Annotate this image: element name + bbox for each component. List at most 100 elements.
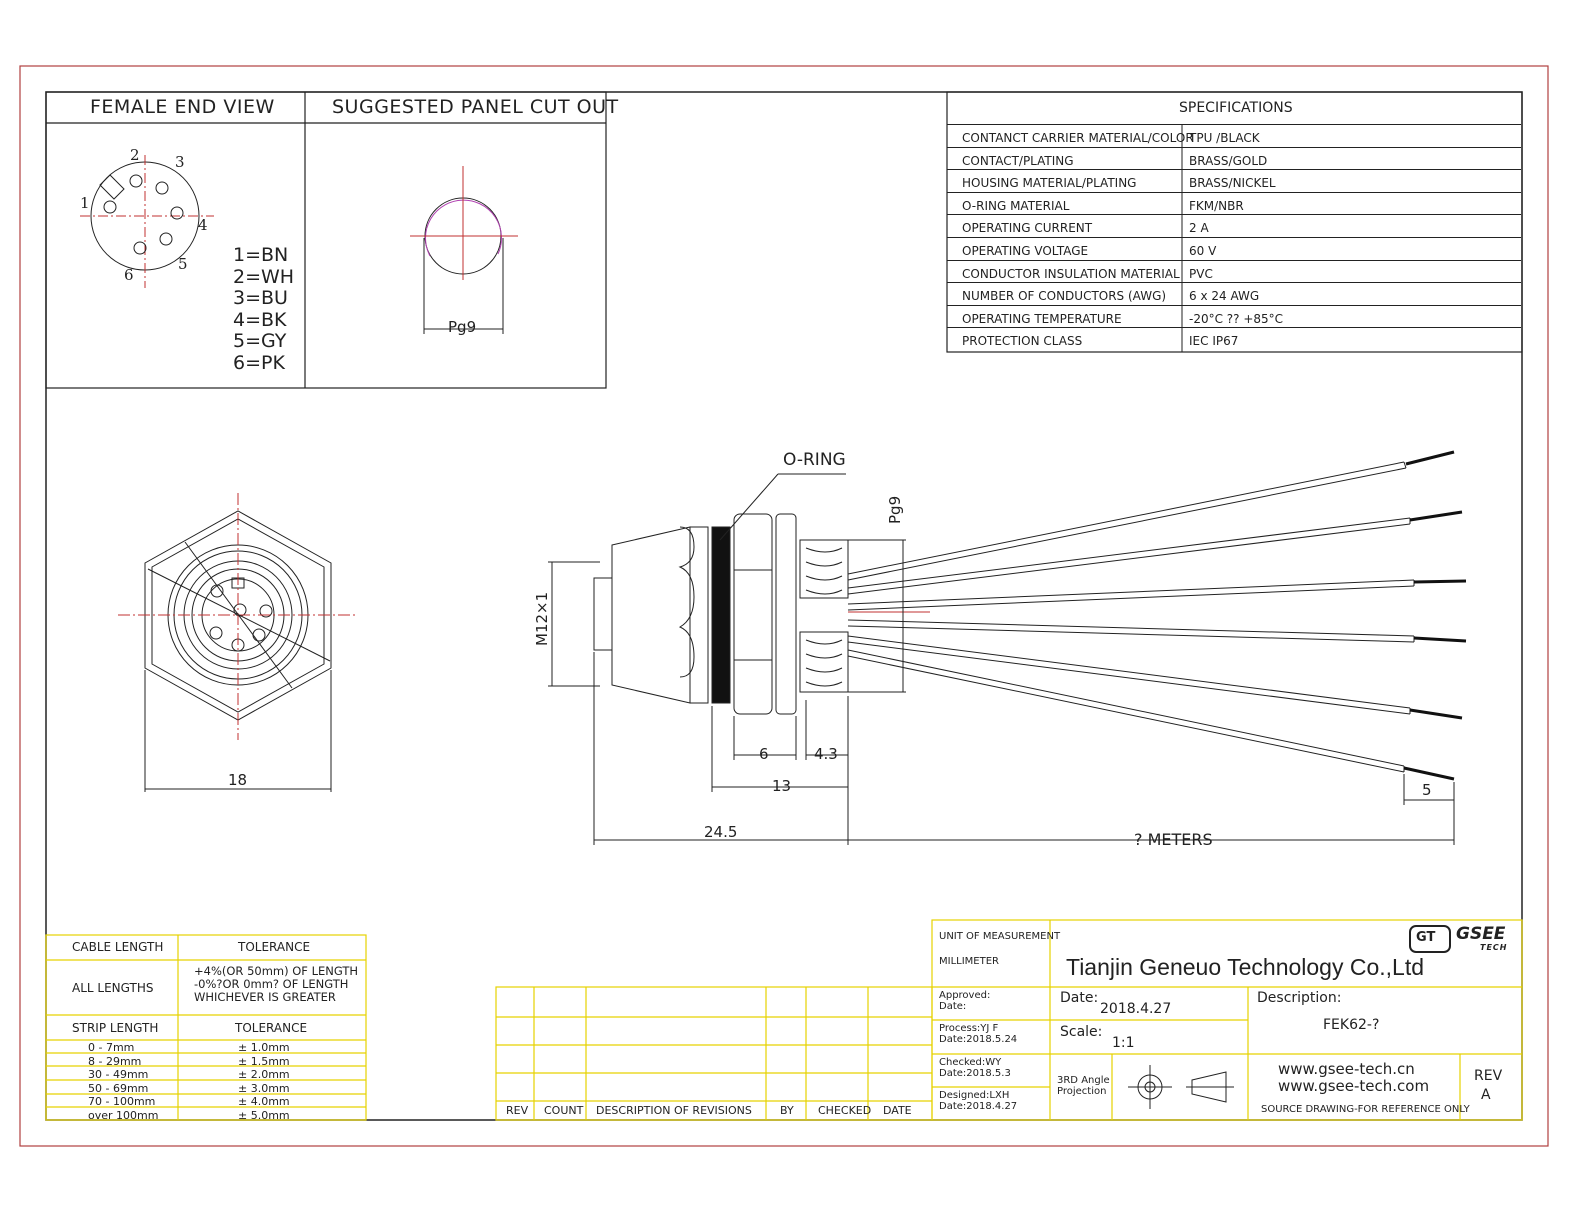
projection-label: Projection <box>1057 1086 1107 1097</box>
pin-number: 1 <box>80 194 90 212</box>
rev-header: COUNT <box>544 1104 584 1117</box>
projection-symbol <box>1128 1065 1234 1109</box>
pin-number: 4 <box>198 216 208 234</box>
tol-header: TOLERANCE <box>238 940 311 954</box>
website-cn: www.gsee-tech.cn <box>1278 1060 1415 1078</box>
dim-pg9: Pg9 <box>886 495 904 524</box>
tol-description: +4%(OR 50mm) OF LENGTH -0%?OR 0mm? OF LE… <box>194 964 359 1004</box>
date-label: Date: <box>1060 990 1099 1006</box>
pin-number: 5 <box>178 255 188 273</box>
panel-cutout-title: SUGGESTED PANEL CUT OUT <box>332 96 619 118</box>
dim-hex-width: 18 <box>228 771 248 789</box>
female-end-view-title: FEMALE END VIEW <box>90 96 275 118</box>
company-name: Tianjin Geneuo Technology Co.,Ltd <box>1066 954 1425 980</box>
female-end-view <box>80 155 214 288</box>
table-row: 50 - 69mm <box>88 1081 149 1095</box>
source-note: SOURCE DRAWING-FOR REFERENCE ONLY <box>1261 1104 1470 1115</box>
color-code: 1=BN <box>233 244 289 266</box>
pin-number: 6 <box>124 266 134 284</box>
color-code-list: 1=BN 2=WH 3=BU 4=BK 5=GY 6=PK <box>233 244 295 375</box>
color-code: 6=PK <box>233 351 285 374</box>
pin-number: 3 <box>175 153 185 171</box>
scale-label: Scale: <box>1060 1024 1103 1040</box>
spec-row: OPERATING TEMPERATURE-20°C ?? +85°C <box>947 304 1521 328</box>
color-code: 3=BU <box>233 287 288 310</box>
specifications-title: SPECIFICATIONS <box>1179 100 1293 116</box>
color-code: 5=GY <box>233 330 287 353</box>
table-row: ± 1.5mm <box>238 1054 290 1068</box>
logo-sub: TECH <box>1480 943 1508 952</box>
table-row: ± 2.0mm <box>238 1068 290 1082</box>
table-row: 0 - 7mm <box>88 1041 135 1054</box>
logo-mark: GT <box>1416 930 1436 945</box>
unit-label: UNIT OF MEASUREMENT <box>939 931 1061 942</box>
strip-header: STRIP LENGTH <box>72 1021 159 1035</box>
strip-lengths: 0 - 7mm 8 - 29mm 30 - 49mm 50 - 69mm 70 … <box>88 1041 158 1123</box>
rev-label: REV <box>1474 1068 1503 1084</box>
side-view <box>548 450 1467 845</box>
pin-number: 2 <box>130 146 140 164</box>
table-row: ± 1.0mm <box>238 1041 290 1054</box>
panel-cutout-view <box>410 166 518 334</box>
tol-header: CABLE LENGTH <box>72 940 164 954</box>
approved-label: Approved: <box>939 990 991 1001</box>
spec-row: NUMBER OF CONDUCTORS (AWG)6 x 24 AWG <box>947 282 1521 305</box>
dim-24-5: 24.5 <box>704 823 738 841</box>
checked-date: Date:2018.5.3 <box>939 1068 1011 1079</box>
designed-label: Designed:LXH <box>939 1090 1010 1101</box>
specifications-table: SPECIFICATIONS CONTANCT CARRIER MATERIAL… <box>947 92 1522 352</box>
all-lengths-label: ALL LENGTHS <box>72 981 154 995</box>
approved-date: Date: <box>939 1001 967 1012</box>
rev-value: A <box>1481 1087 1491 1103</box>
table-row: 70 - 100mm <box>88 1095 156 1109</box>
table-row: 30 - 49mm <box>88 1068 149 1082</box>
designed-date: Date:2018.4.27 <box>939 1101 1018 1112</box>
table-row: ± 3.0mm <box>238 1081 290 1095</box>
logo-icon <box>1409 925 1451 953</box>
cutout-dimension-label: Pg9 <box>448 318 477 336</box>
strip-header: TOLERANCE <box>235 1021 308 1035</box>
dim-m12: M12×1 <box>533 591 551 646</box>
dim-4-3: 4.3 <box>814 745 838 763</box>
table-row: over 100mm <box>88 1108 159 1122</box>
process-date: Date:2018.5.24 <box>939 1034 1018 1045</box>
scale-value: 1:1 <box>1112 1035 1135 1051</box>
rev-header: CHECKED <box>818 1104 872 1117</box>
process-label: Process:YJ F <box>939 1023 999 1034</box>
table-row: 8 - 29mm <box>88 1054 142 1068</box>
dim-6: 6 <box>759 745 769 763</box>
rev-header: DESCRIPTION OF REVISIONS <box>596 1104 752 1117</box>
logo-text: GSEE <box>1456 924 1506 944</box>
rev-header: BY <box>780 1104 794 1117</box>
front-hex-view <box>118 493 356 792</box>
checked-label: Checked:WY <box>939 1057 1002 1068</box>
rev-header: REV <box>506 1104 529 1117</box>
dim-cable-length: ? METERS <box>1134 830 1213 849</box>
title-block-lines <box>45 919 1523 1121</box>
strip-tolerances: ± 1.0mm ± 1.5mm ± 2.0mm ± 3.0mm ± 4.0mm … <box>238 1041 290 1123</box>
table-row: ± 5.0mm <box>238 1108 290 1122</box>
date-value: 2018.4.27 <box>1100 1001 1172 1017</box>
dim-5: 5 <box>1422 781 1432 799</box>
table-row: ± 4.0mm <box>238 1095 290 1109</box>
color-code: 2=WH <box>233 265 295 288</box>
color-code: 4=BK <box>233 308 287 331</box>
website-com: www.gsee-tech.com <box>1278 1077 1430 1095</box>
unit-value: MILLIMETER <box>939 956 999 967</box>
description-label: Description: <box>1257 990 1342 1006</box>
dim-13: 13 <box>772 777 792 795</box>
oring-label: O-RING <box>783 450 846 470</box>
description-value: FEK62-? <box>1323 1017 1380 1033</box>
rev-header: DATE <box>883 1104 912 1117</box>
projection-label: 3RD Angle <box>1057 1075 1110 1086</box>
